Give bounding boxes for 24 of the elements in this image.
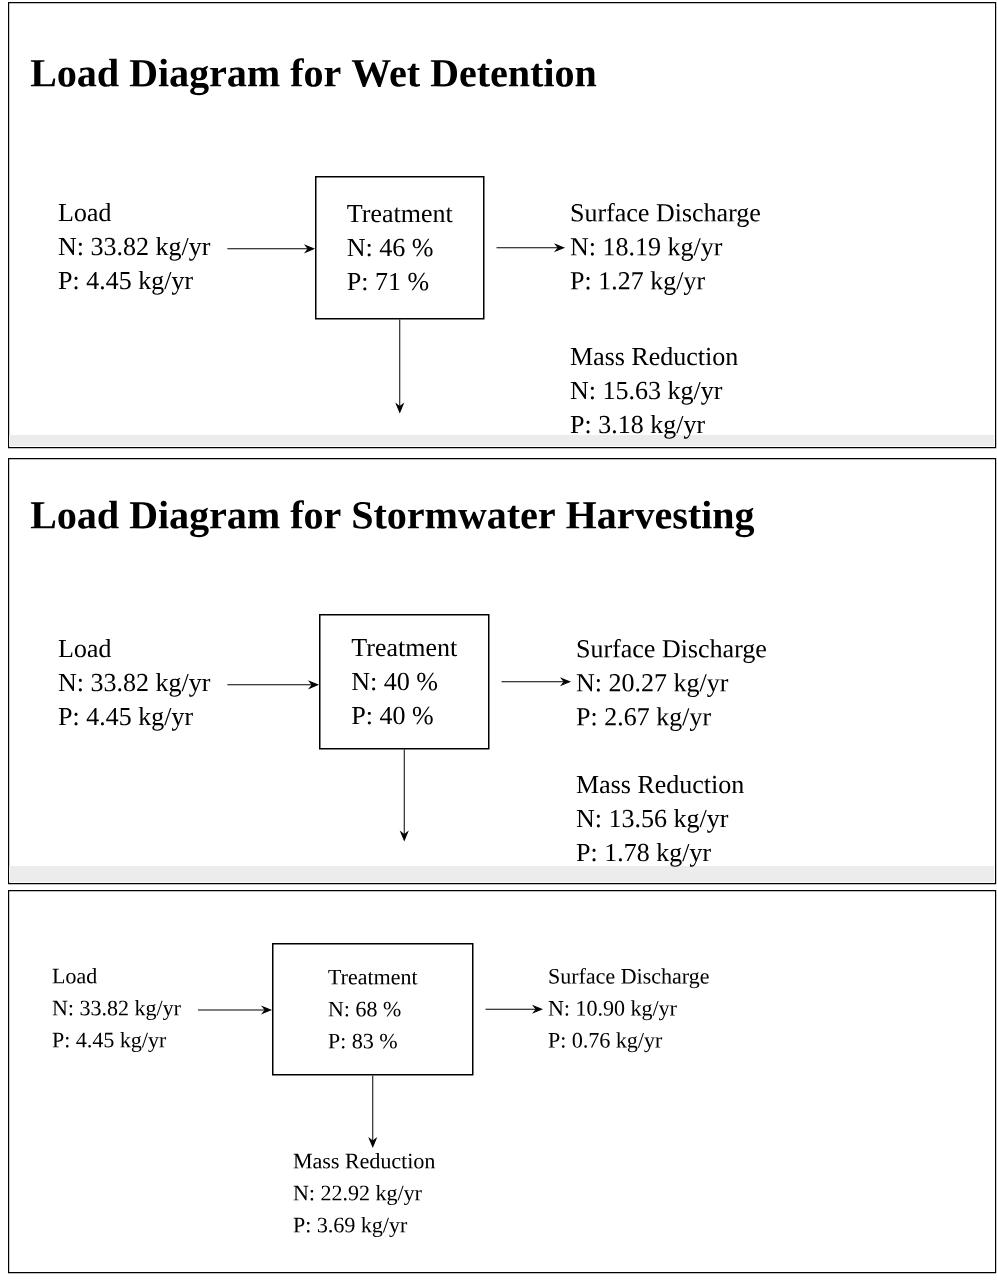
arrow <box>226 245 315 253</box>
flow-text: Surface Discharge N: 18.19 kg/yr P: 1.27 kg/yr <box>570 203 760 295</box>
flow-text: Load N: 33.82 kg/yr P: 4.45 kg/yr <box>58 639 211 731</box>
arrow <box>400 749 409 841</box>
treatment-box: Treatment N: 40 % P: 40 % <box>319 614 490 750</box>
arrow <box>496 243 565 252</box>
flow-text: Mass Reduction N: 15.63 kg/yr P: 3.18 kg/yr <box>570 347 738 439</box>
title: Load Diagram for Stormwater Harvesting <box>30 500 755 538</box>
arrow <box>485 1005 543 1014</box>
panel-frame <box>8 890 997 1274</box>
title: Load Diagram for Wet Detention <box>30 58 597 96</box>
flow-text: Surface Discharge N: 10.90 kg/yr P: 0.76 kg/yr <box>548 968 709 1053</box>
flow-text: Load N: 33.82 kg/yr P: 4.45 kg/yr <box>52 968 181 1053</box>
treatment-box: Treatment N: 46 % P: 71 % <box>315 176 485 320</box>
arrow <box>395 319 404 413</box>
arrow <box>197 1006 272 1014</box>
flow-text: Mass Reduction N: 13.56 kg/yr P: 1.78 kg/yr <box>576 775 744 867</box>
flow-text: Surface Discharge N: 20.27 kg/yr P: 2.67 kg/yr <box>576 639 766 731</box>
flow-text: Load N: 33.82 kg/yr P: 4.45 kg/yr <box>58 203 211 295</box>
treatment-box: Treatment N: 68 % P: 83 % <box>272 943 474 1076</box>
arrow <box>226 681 319 689</box>
arrow <box>501 677 571 686</box>
arrow <box>368 1075 377 1148</box>
flow-text: Mass Reduction N: 22.92 kg/yr P: 3.69 kg/yr <box>293 1153 436 1238</box>
